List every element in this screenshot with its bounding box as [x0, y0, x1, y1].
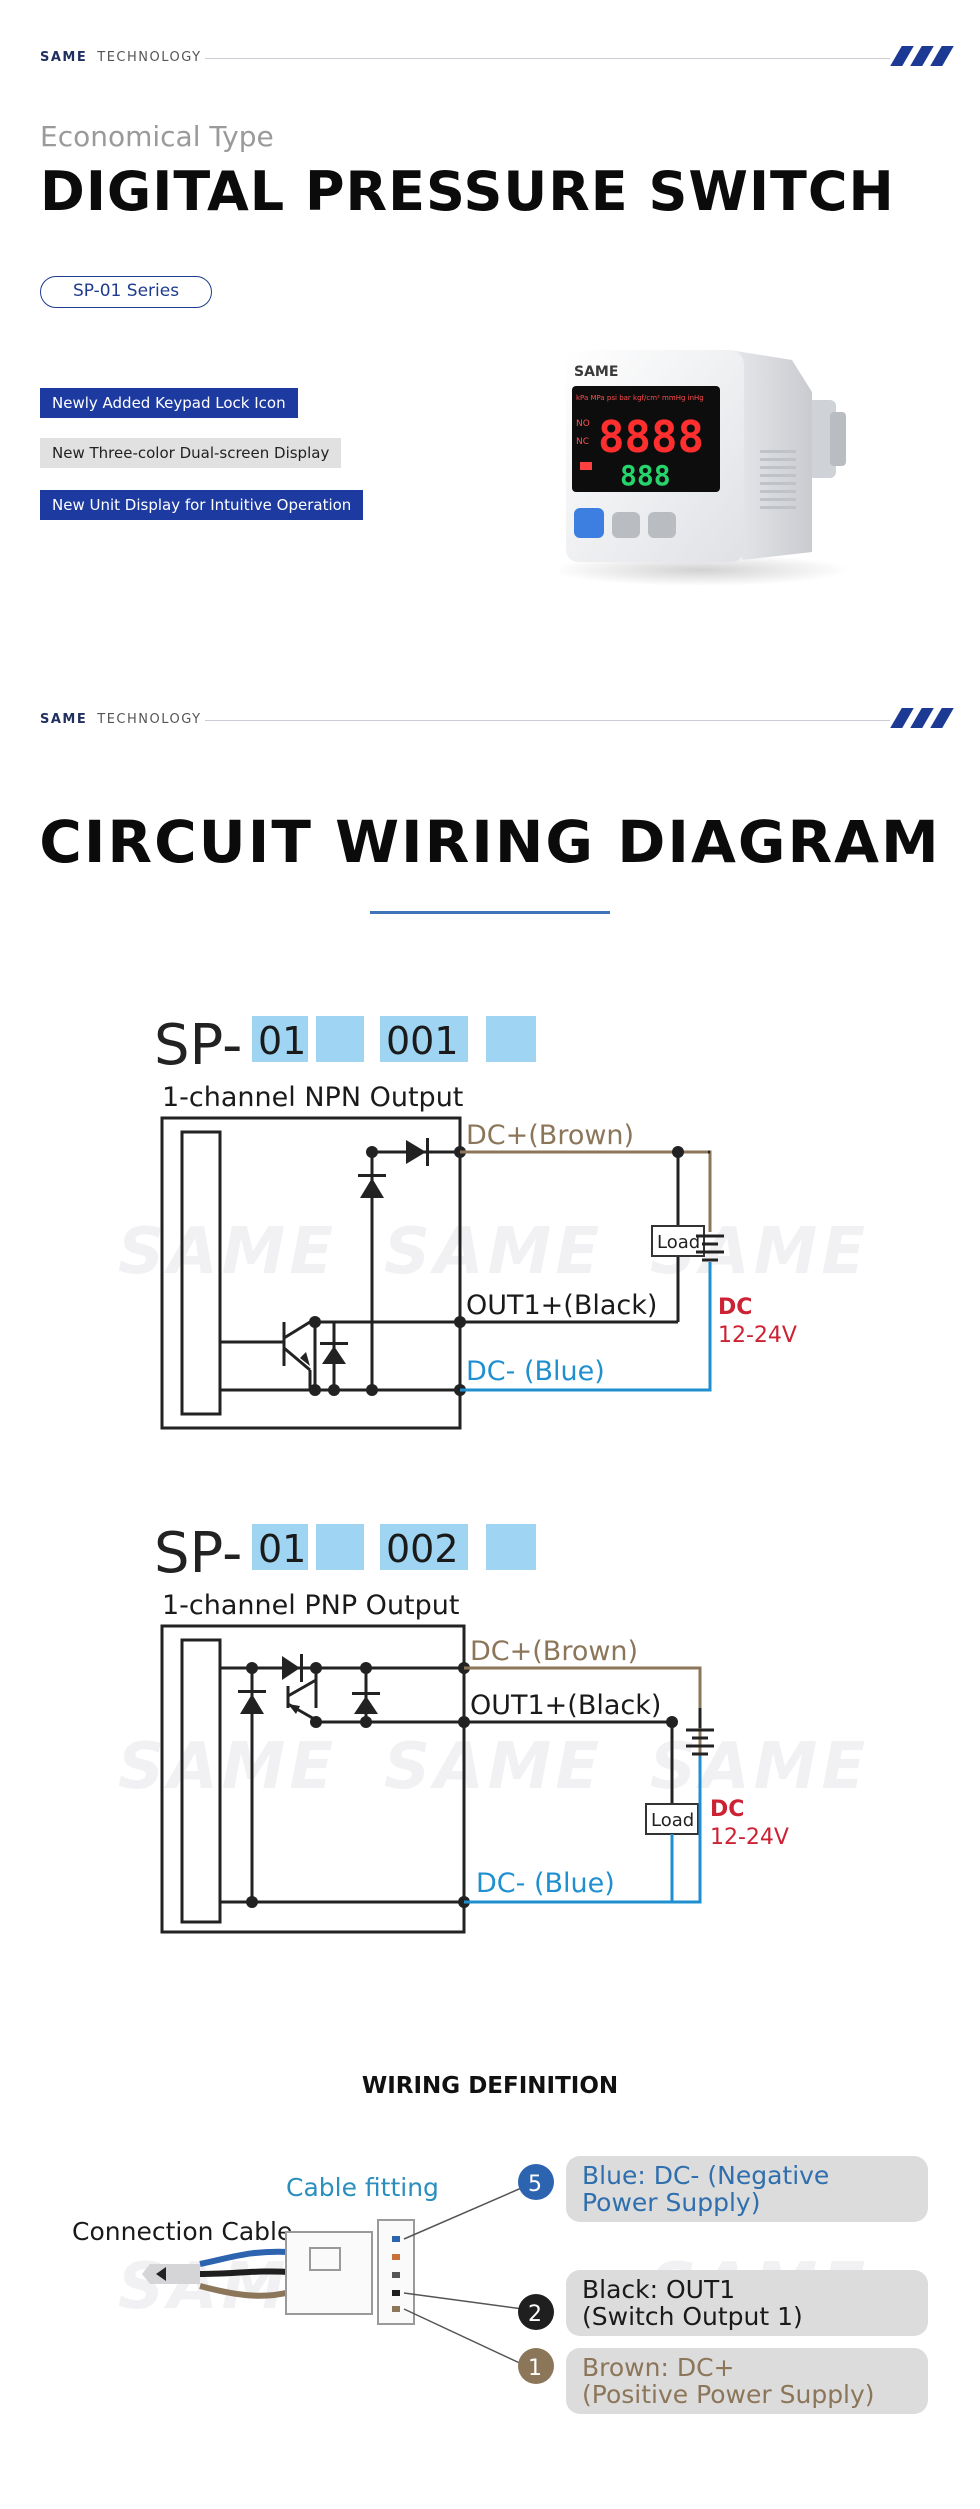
pin-badge-5 — [518, 2164, 554, 2200]
pin-definition-line: Brown: DC+ — [582, 2353, 735, 2382]
model-prefix: SP- — [154, 1521, 242, 1586]
section-title: CIRCUIT WIRING DIAGRAM — [39, 808, 941, 876]
watermark: SAME — [384, 1215, 604, 1289]
hero-eyebrow: Economical Type — [40, 120, 274, 153]
vent-grille — [760, 450, 796, 509]
connection-cable-label: Connection Cable — [72, 2217, 292, 2246]
model-code-1: 01 — [258, 1527, 306, 1571]
brand-label: SAME TECHNOLOGY — [40, 712, 202, 727]
feature-tag-keypad-lock: Newly Added Keypad Lock Icon — [40, 388, 298, 418]
pnp-wiring-diagram: SP- 01 002 1-channel PNP Output Load — [154, 1521, 789, 1934]
brand-name: SAME — [40, 712, 88, 727]
pressure-switch-product-image: SAME kPa MPa psi bar kgf/cm² mmHg inHg N… — [560, 350, 850, 586]
feature-tag-dual-screen: New Three-color Dual-screen Display — [40, 438, 342, 468]
watermark: SAME — [384, 1730, 604, 1804]
feature-tag-unit-display: New Unit Display for Intuitive Operation — [40, 490, 364, 520]
supply-label: DC — [718, 1295, 752, 1320]
load-label: Load — [657, 1232, 700, 1253]
output-type: 1-channel PNP Output — [162, 1590, 459, 1621]
pin-number: 1 — [528, 2356, 542, 2381]
display-sub: 888 — [620, 459, 671, 492]
pin-definition-5: Blue: DC- (Negative Power Supply) — [566, 2156, 928, 2222]
slash-stripes-icon — [888, 46, 958, 70]
divider-line — [205, 720, 890, 721]
model-prefix: SP- — [154, 1013, 242, 1078]
pin-definition-2: Black: OUT1 (Switch Output 1) — [566, 2270, 928, 2336]
out-label: OUT1+(Black) — [466, 1290, 657, 1321]
load-label: Load — [651, 1810, 694, 1831]
model-code-2: 001 — [386, 1019, 459, 1063]
voltage-label: 12-24V — [718, 1323, 797, 1348]
fitting-icon — [808, 400, 836, 478]
watermark: SAME — [118, 1215, 338, 1289]
cable-end-icon — [156, 2267, 166, 2281]
label-no: NO — [576, 419, 590, 429]
unit-labels: kPa MPa psi bar kgf/cm² mmHg inHg — [576, 394, 704, 402]
pin-definition-line: (Positive Power Supply) — [582, 2380, 875, 2409]
series-badge: SP-01 Series — [40, 276, 212, 308]
dc-minus-label: DC- (Blue) — [476, 1868, 615, 1899]
pin-definition-line: Black: OUT1 — [582, 2275, 736, 2304]
pin-badge-1 — [518, 2348, 554, 2384]
watermark: SAME — [650, 1730, 870, 1804]
supply-label: DC — [710, 1797, 744, 1822]
display-main: 8888 — [598, 412, 704, 463]
section-underline — [370, 911, 610, 914]
pin-number: 5 — [528, 2172, 542, 2197]
pin-badge-2 — [518, 2294, 554, 2330]
cable-fitting-label: Cable fitting — [286, 2173, 439, 2202]
divider-line — [205, 58, 890, 59]
brand-tagline: TECHNOLOGY — [97, 712, 202, 727]
brand-bar-section: SAME TECHNOLOGY — [0, 700, 980, 740]
brand-bar-top: SAME TECHNOLOGY — [0, 38, 980, 78]
brand-label: SAME TECHNOLOGY — [40, 50, 202, 65]
pin-definition-line: (Switch Output 1) — [582, 2302, 803, 2331]
dc-plus-label: DC+(Brown) — [466, 1120, 634, 1151]
npn-wiring-diagram: SP- 01 001 1-channel NPN Output Load — [154, 1013, 797, 1430]
pin-definition-1: Brown: DC+ (Positive Power Supply) — [566, 2348, 928, 2414]
pin-number: 2 — [528, 2302, 542, 2327]
dc-minus-label: DC- (Blue) — [466, 1356, 605, 1387]
pin-definition-line: Power Supply) — [582, 2188, 761, 2217]
set-button[interactable] — [574, 508, 604, 538]
down-button[interactable] — [648, 512, 676, 538]
voltage-label: 12-24V — [710, 1825, 789, 1850]
model-code-1: 01 — [258, 1019, 306, 1063]
junction-dot — [666, 1716, 678, 1728]
page-title: DIGITAL PRESSURE SWITCH — [40, 160, 895, 223]
cable-connector-illustration: Cable fitting Connection Cable 5 2 1 — [72, 2164, 554, 2384]
output-type: 1-channel NPN Output — [162, 1082, 463, 1113]
product-logo: SAME — [574, 364, 618, 380]
connector-housing — [285, 2231, 373, 2315]
watermark: SAME — [118, 1730, 338, 1804]
wiring-definition-title: WIRING DEFINITION — [361, 2073, 619, 2099]
slash-stripes-icon — [888, 708, 958, 732]
up-button[interactable] — [612, 512, 640, 538]
dc-plus-label: DC+(Brown) — [470, 1636, 638, 1667]
pin-definition-line: Blue: DC- (Negative — [582, 2161, 830, 2190]
brand-tagline: TECHNOLOGY — [97, 50, 202, 65]
label-nc: NC — [576, 437, 589, 447]
display-screen — [572, 386, 720, 492]
out-label: OUT1+(Black) — [470, 1690, 661, 1721]
wiring-definition: Cable fitting Connection Cable 5 2 1 Blu… — [60, 2140, 940, 2440]
model-code-2: 002 — [386, 1527, 459, 1571]
brand-name: SAME — [40, 50, 88, 65]
